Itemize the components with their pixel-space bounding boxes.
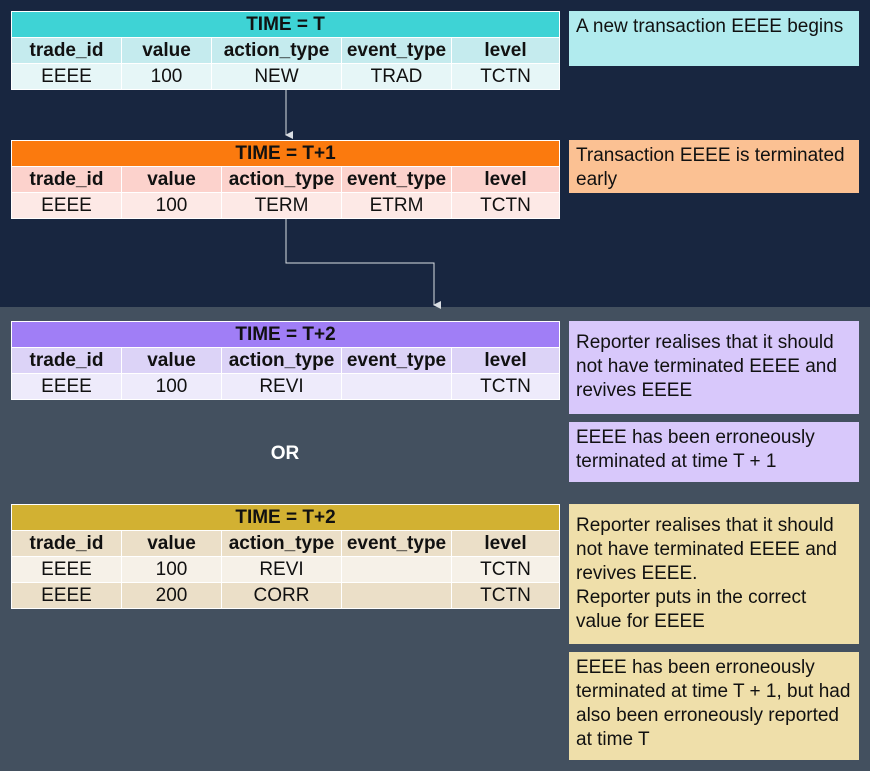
cell-value: 100: [121, 373, 222, 400]
cell-trade-id: EEEE: [11, 373, 122, 400]
column-header-level: level: [451, 347, 560, 374]
timeline-table-t: TIME = T trade_id value action_type even…: [10, 11, 561, 90]
table-title: TIME = T+1: [11, 140, 560, 167]
note-revives: Reporter realises that it should not hav…: [569, 321, 859, 414]
cell-level: TCTN: [451, 582, 560, 609]
timeline-table-t2-revive: TIME = T+2 trade_id value action_type ev…: [11, 321, 560, 400]
cell-action-type: TERM: [221, 192, 342, 219]
table-title: TIME = T: [10, 11, 561, 38]
or-label: OR: [270, 443, 300, 464]
cell-action-type: CORR: [221, 582, 342, 609]
cell-trade-id: EEEE: [11, 582, 122, 609]
cell-action-type: NEW: [211, 63, 342, 90]
cell-value: 200: [121, 582, 222, 609]
cell-event-type: [341, 582, 452, 609]
cell-value: 100: [121, 192, 222, 219]
table-row: EEEE 100 NEW TRAD TCTN: [11, 63, 561, 90]
note-revives-text: Reporter realises that it should not hav…: [576, 515, 837, 584]
cell-action-type: REVI: [221, 373, 342, 400]
table-title: TIME = T+2: [11, 321, 560, 348]
cell-trade-id: EEEE: [11, 192, 122, 219]
column-header-event-type: event_type: [341, 530, 452, 557]
note-revives-correct: Reporter realises that it should not hav…: [569, 504, 859, 644]
table-row: EEEE 100 REVI TCTN: [11, 373, 560, 400]
note-erroneously-reported: EEEE has been erroneously terminated at …: [569, 652, 859, 760]
note-correct-value-text: Reporter puts in the correct value for E…: [576, 587, 807, 632]
column-header-trade-id: trade_id: [11, 530, 122, 557]
table-row: EEEE 100 REVI TCTN: [11, 556, 560, 583]
column-header-trade-id: trade_id: [11, 37, 122, 64]
column-header-event-type: event_type: [341, 347, 452, 374]
column-header-trade-id: trade_id: [11, 166, 122, 193]
column-header-value: value: [121, 166, 222, 193]
cell-event-type: ETRM: [341, 192, 452, 219]
column-header-value: value: [121, 37, 212, 64]
cell-value: 100: [121, 556, 222, 583]
cell-trade-id: EEEE: [11, 556, 122, 583]
timeline-table-t1: TIME = T+1 trade_id value action_type ev…: [11, 140, 560, 219]
cell-action-type: REVI: [221, 556, 342, 583]
cell-level: TCTN: [450, 63, 561, 90]
note-terminated-early: Transaction EEEE is terminated early: [569, 140, 859, 193]
column-header-action-type: action_type: [221, 166, 342, 193]
cell-value: 100: [121, 63, 212, 90]
column-header-level: level: [450, 37, 561, 64]
note-erroneously-terminated: EEEE has been erroneously terminated at …: [569, 422, 859, 482]
cell-event-type: [341, 373, 452, 400]
column-header-action-type: action_type: [211, 37, 342, 64]
cell-level: TCTN: [451, 373, 560, 400]
timeline-table-t2-correct: TIME = T+2 trade_id value action_type ev…: [11, 504, 560, 609]
cell-level: TCTN: [451, 556, 560, 583]
table-row: EEEE 200 CORR TCTN: [11, 582, 560, 609]
cell-event-type: TRAD: [341, 63, 452, 90]
cell-trade-id: EEEE: [11, 63, 122, 90]
column-header-action-type: action_type: [221, 347, 342, 374]
column-header-value: value: [121, 530, 222, 557]
table-title: TIME = T+2: [11, 504, 560, 531]
column-header-level: level: [451, 166, 560, 193]
cell-event-type: [341, 556, 452, 583]
column-header-action-type: action_type: [221, 530, 342, 557]
column-header-event-type: event_type: [341, 166, 452, 193]
column-header-value: value: [121, 347, 222, 374]
cell-level: TCTN: [451, 192, 560, 219]
note-new-transaction: A new transaction EEEE begins: [569, 11, 859, 66]
column-header-trade-id: trade_id: [11, 347, 122, 374]
table-row: EEEE 100 TERM ETRM TCTN: [11, 192, 560, 219]
column-header-level: level: [451, 530, 560, 557]
column-header-event-type: event_type: [341, 37, 452, 64]
